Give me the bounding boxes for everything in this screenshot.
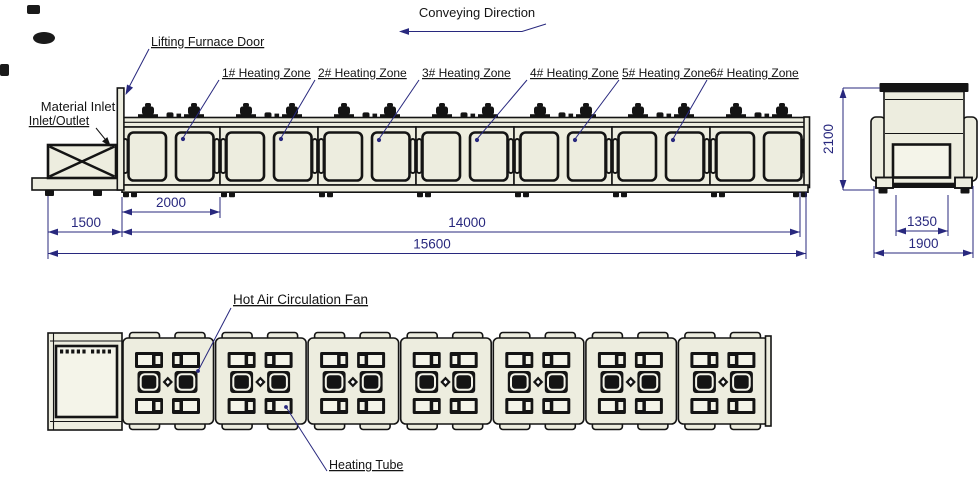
end-view-dimensions: 2100 1350 1900 bbox=[821, 87, 974, 258]
bottom-rail bbox=[121, 184, 809, 193]
plan-inlet-table bbox=[47, 332, 123, 431]
side-view-dimensions: 2000 1500 14000 15600 bbox=[47, 192, 807, 259]
lifting-door-label: Lifting Furnace Door bbox=[151, 35, 264, 49]
end-cap bbox=[803, 116, 811, 189]
lifting-furnace-door bbox=[116, 87, 125, 191]
base-bar bbox=[884, 183, 964, 188]
tube-label: Heating Tube bbox=[329, 458, 403, 472]
material-inlet-label-line2: Inlet/Outlet bbox=[29, 114, 90, 128]
foot bbox=[93, 190, 102, 196]
foot bbox=[45, 190, 54, 196]
plan-module-4 bbox=[401, 333, 492, 430]
zone-labels: 1# Heating Zone 2# Heating Zone 3# Heati… bbox=[180, 66, 799, 143]
roller-marks bbox=[60, 349, 111, 354]
dim-height: 2100 bbox=[821, 124, 836, 154]
dim-zone-pitch: 2000 bbox=[156, 195, 186, 210]
heating-module-7 bbox=[710, 103, 808, 185]
furnace-body bbox=[116, 87, 811, 198]
plan-module-7 bbox=[678, 333, 769, 430]
plan-end-cap bbox=[764, 335, 772, 427]
scan-artifacts bbox=[0, 5, 55, 76]
zone-label-3: 3# Heating Zone bbox=[422, 66, 511, 80]
heating-module-6 bbox=[612, 103, 710, 185]
dim-heating-length: 14000 bbox=[448, 215, 486, 230]
conveying-arrowhead-icon bbox=[399, 28, 409, 35]
top-cap bbox=[879, 83, 969, 92]
foot bbox=[878, 188, 888, 194]
fan-label: Hot Air Circulation Fan bbox=[233, 292, 368, 307]
zone-label-4: 4# Heating Zone bbox=[530, 66, 619, 80]
fan-leader bbox=[197, 307, 232, 372]
conveying-direction-label: Conveying Direction bbox=[419, 5, 535, 20]
heating-module-1 bbox=[122, 103, 220, 185]
plan-module-1 bbox=[123, 333, 214, 430]
material-inlet-table bbox=[31, 143, 123, 196]
heating-module-4 bbox=[416, 103, 514, 185]
conveying-direction-arrow bbox=[402, 23, 547, 32]
end-door bbox=[891, 143, 952, 179]
foot-pad bbox=[875, 176, 894, 189]
material-inlet-label-line1: Material Inlet bbox=[41, 99, 116, 114]
heating-module-5 bbox=[514, 103, 612, 185]
dim-inlet-length: 1500 bbox=[71, 215, 101, 230]
heating-module-2 bbox=[220, 103, 318, 185]
plan-module-2 bbox=[216, 333, 307, 430]
heating-module-3 bbox=[318, 103, 416, 185]
dim-inner-width: 1350 bbox=[907, 214, 937, 229]
zone-label-5: 5# Heating Zone bbox=[622, 66, 711, 80]
foot bbox=[960, 188, 970, 194]
zone-label-1: 1# Heating Zone bbox=[222, 66, 311, 80]
zone-label-2: 2# Heating Zone bbox=[318, 66, 407, 80]
lifting-door-leader bbox=[127, 48, 150, 90]
foot-pad bbox=[954, 176, 973, 189]
plan-module-6 bbox=[586, 333, 677, 430]
plan-view: Hot Air Circulation Fan Heating Tube bbox=[47, 292, 772, 472]
side-elevation-view: Conveying Direction bbox=[29, 5, 811, 259]
dim-total-length: 15600 bbox=[413, 237, 451, 252]
dim-overall-width: 1900 bbox=[908, 236, 938, 251]
tube-leader bbox=[285, 406, 328, 472]
furnace-feet bbox=[123, 192, 807, 198]
zone-label-6: 6# Heating Zone bbox=[710, 66, 799, 80]
end-view: 2100 1350 1900 bbox=[821, 83, 978, 258]
plan-module-5 bbox=[493, 333, 584, 430]
plan-module-3 bbox=[308, 333, 399, 430]
